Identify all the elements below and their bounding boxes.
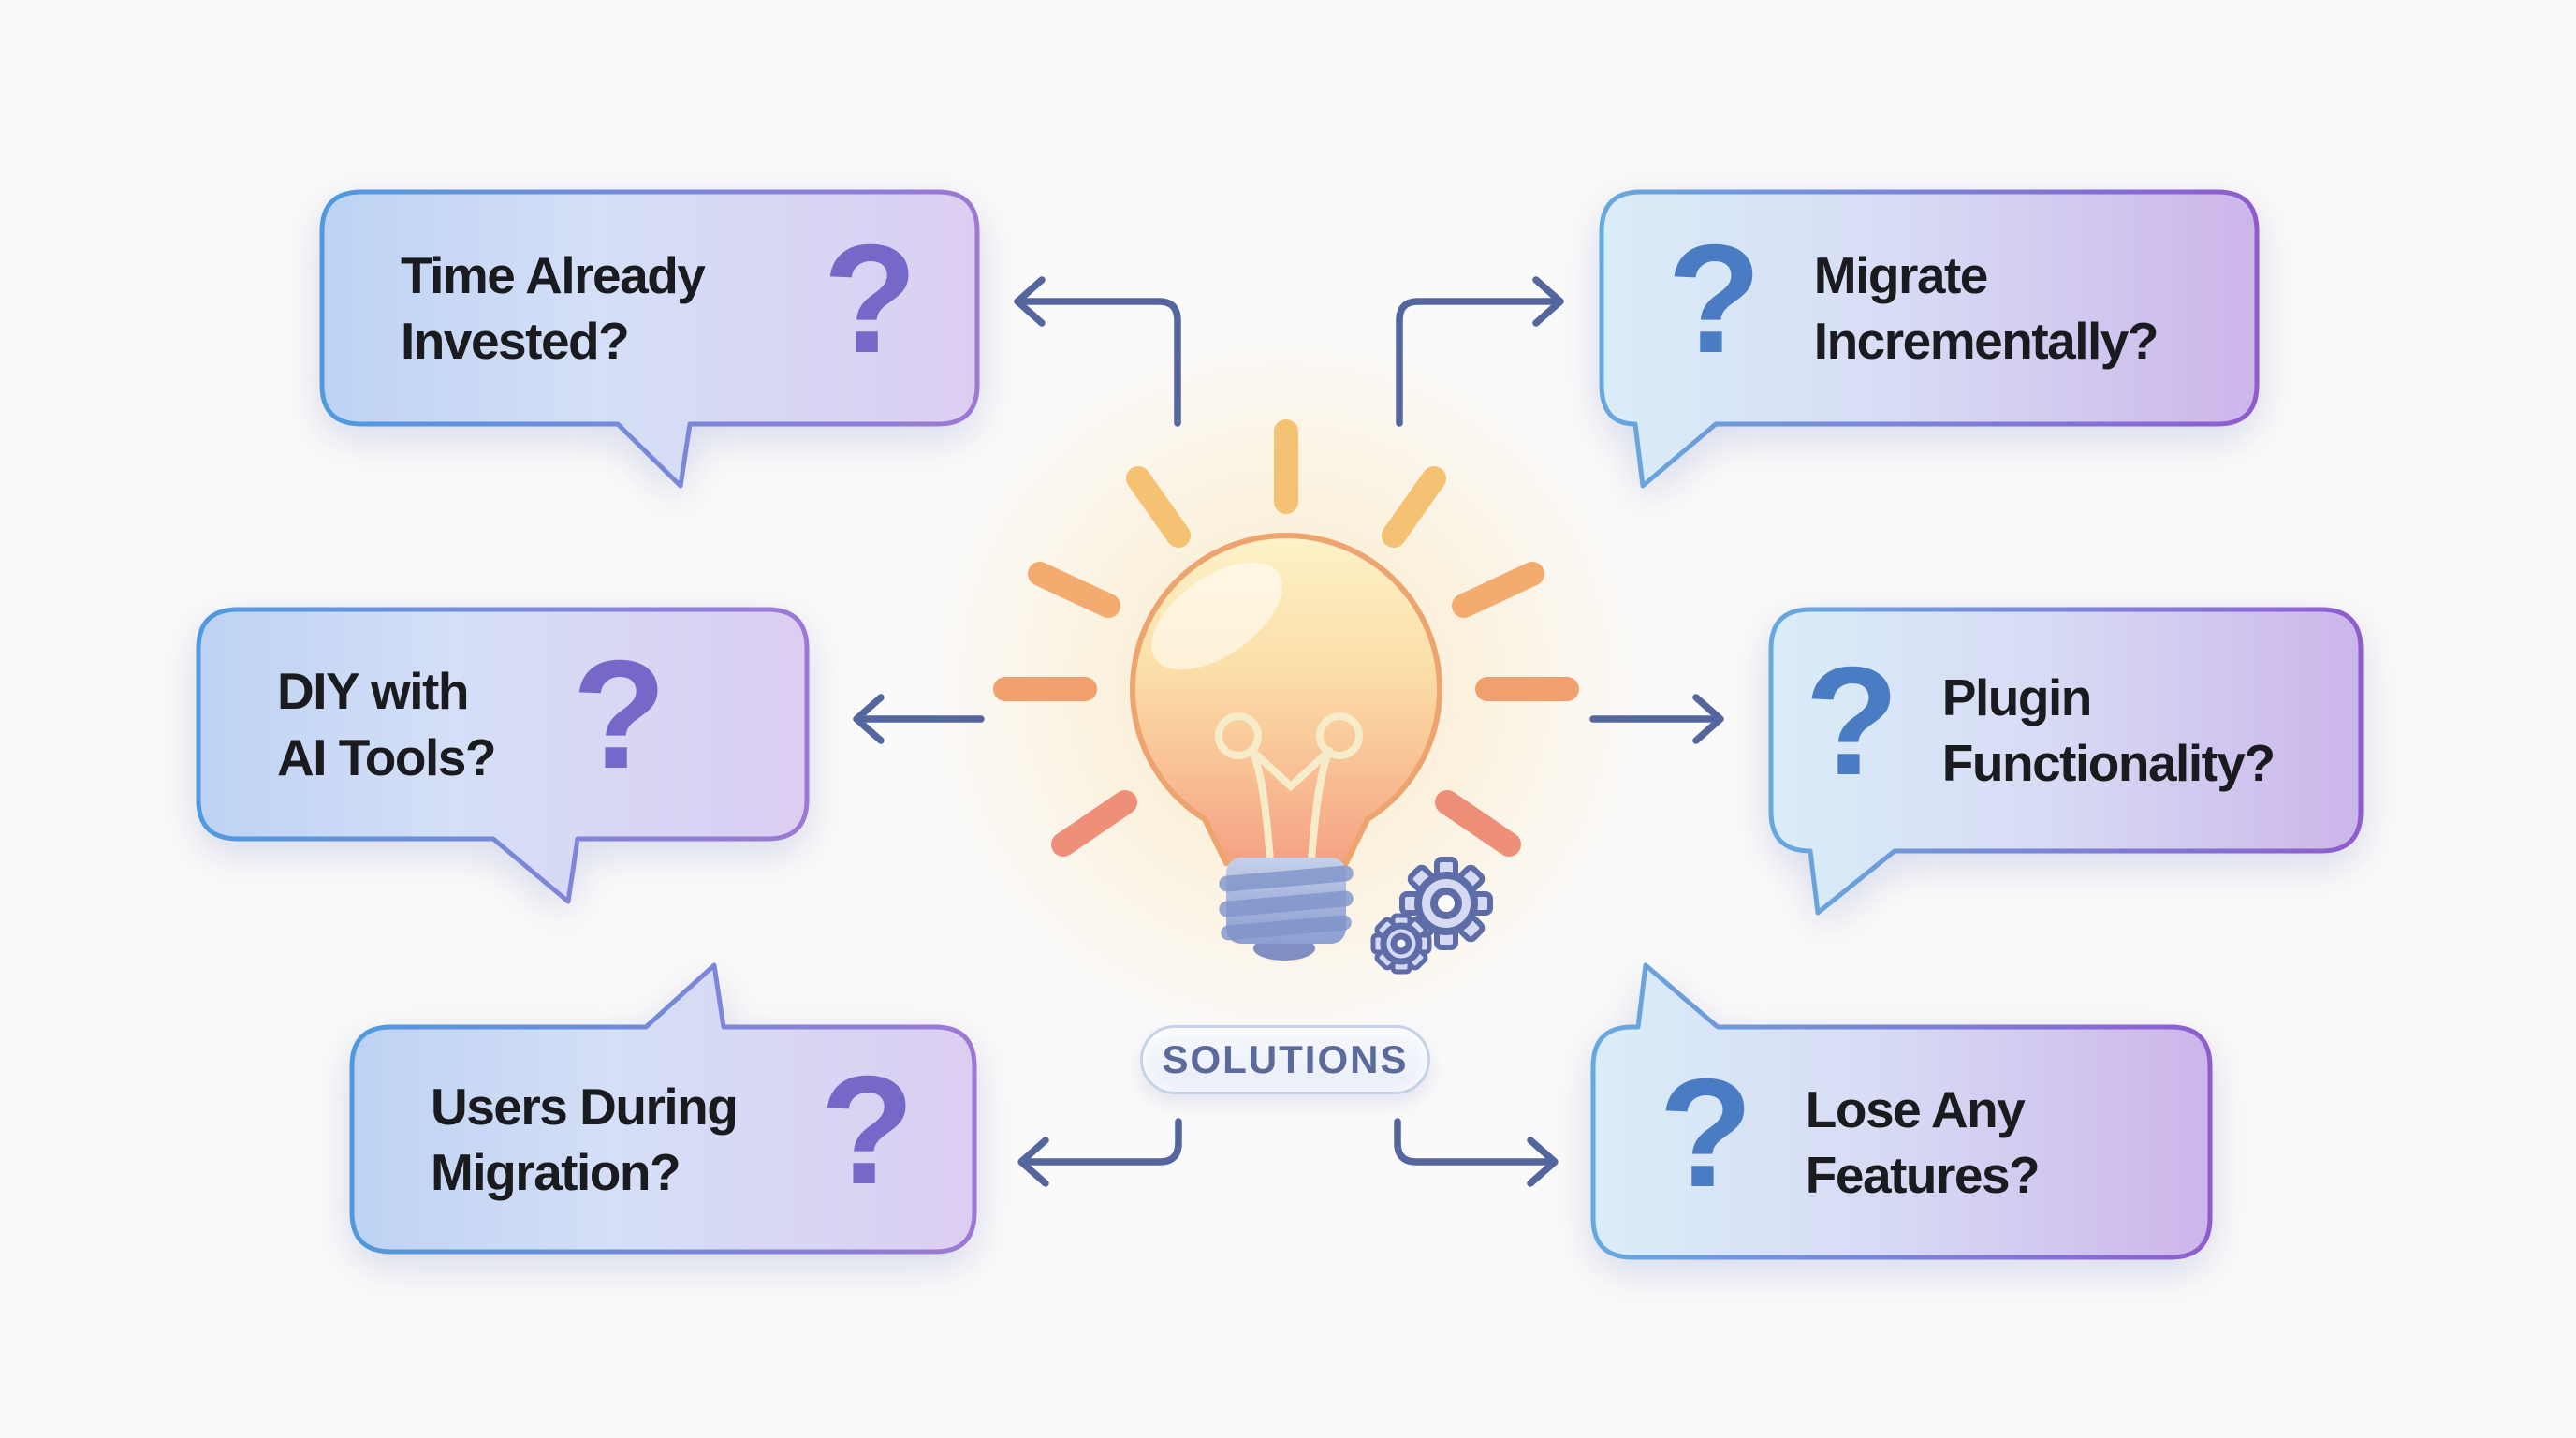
- question-mark-icon: ?: [820, 1043, 915, 1216]
- speech-bubble-shape: [319, 189, 980, 489]
- bubble-line: Time Already: [401, 245, 706, 304]
- bubble-line: Invested?: [401, 312, 630, 370]
- bubble-text: Plugin Functionality?: [1941, 665, 2276, 797]
- question-mark-icon: ?: [1805, 634, 1899, 807]
- gears-icon: [1348, 847, 1516, 988]
- solutions-badge: SOLUTIONS: [1140, 1025, 1430, 1094]
- question-mark-icon: ?: [572, 628, 666, 800]
- bubble-line: Lose Any: [1805, 1079, 2026, 1138]
- bubble-migrate-incrementally: ? Migrate Incrementally?: [1594, 184, 2305, 493]
- bubble-users-during-migration: Users During Migration? ?: [344, 960, 1023, 1259]
- arrow-to-top-right: [1396, 276, 1564, 427]
- bubble-time-already-invested: Time Already Invested? ?: [315, 184, 1026, 493]
- bulb-rays: [993, 419, 1579, 857]
- gear-small: [1370, 913, 1432, 975]
- speech-bubble-shape: [1590, 962, 2213, 1260]
- bubble-text: Lose Any Features?: [1805, 1077, 2041, 1209]
- arrow-to-mid-left: [853, 694, 985, 744]
- arrow-to-mid-right: [1589, 694, 1724, 744]
- bubble-diy-with-ai-tools: DIY with AI Tools? ?: [191, 602, 856, 911]
- bulb-base: [1219, 858, 1354, 961]
- question-mark-icon: ?: [1659, 1046, 1753, 1219]
- bubble-line: Features?: [1805, 1146, 2041, 1204]
- bubble-text: Users During Migration?: [431, 1074, 739, 1206]
- bubble-line: Functionality?: [1941, 734, 2276, 792]
- lightbulb-icon: [992, 403, 1591, 1058]
- bubble-line: AI Tools?: [277, 727, 496, 786]
- bubble-line: Migration?: [431, 1143, 681, 1201]
- speech-bubble-shape: [1768, 607, 2364, 916]
- bubble-text: Time Already Invested?: [401, 242, 706, 374]
- bubble-text: DIY with AI Tools?: [277, 658, 496, 790]
- bubble-plugin-functionality: ? Plugin Functionality?: [1764, 602, 2409, 920]
- bubble-line: DIY with: [277, 662, 469, 721]
- bubble-line: Users During: [431, 1077, 739, 1136]
- bubble-text: Migrate Incrementally?: [1813, 242, 2159, 374]
- arrow-to-bottom-left: [1017, 1118, 1182, 1187]
- gear-large: [1399, 857, 1493, 950]
- bubble-line: Plugin: [1941, 668, 2093, 726]
- question-mark-icon: ?: [1667, 212, 1762, 385]
- question-mark-icon: ?: [823, 212, 917, 385]
- speech-bubble-shape: [196, 607, 810, 904]
- bulb-glass: [1130, 533, 1442, 866]
- bubble-lose-any-features: ? Lose Any Features?: [1586, 960, 2259, 1265]
- bubble-line: Incrementally?: [1813, 312, 2159, 370]
- bulb-highlight: [1151, 562, 1282, 670]
- speech-bubble-shape: [1599, 189, 2260, 489]
- solutions-badge-label: SOLUTIONS: [1162, 1037, 1409, 1081]
- speech-bubble-shape: [349, 962, 977, 1255]
- bulb-filament: [1215, 712, 1363, 865]
- arrow-to-top-left: [1014, 276, 1181, 427]
- arrow-to-bottom-right: [1394, 1118, 1559, 1187]
- bubble-line: Migrate: [1813, 245, 1989, 304]
